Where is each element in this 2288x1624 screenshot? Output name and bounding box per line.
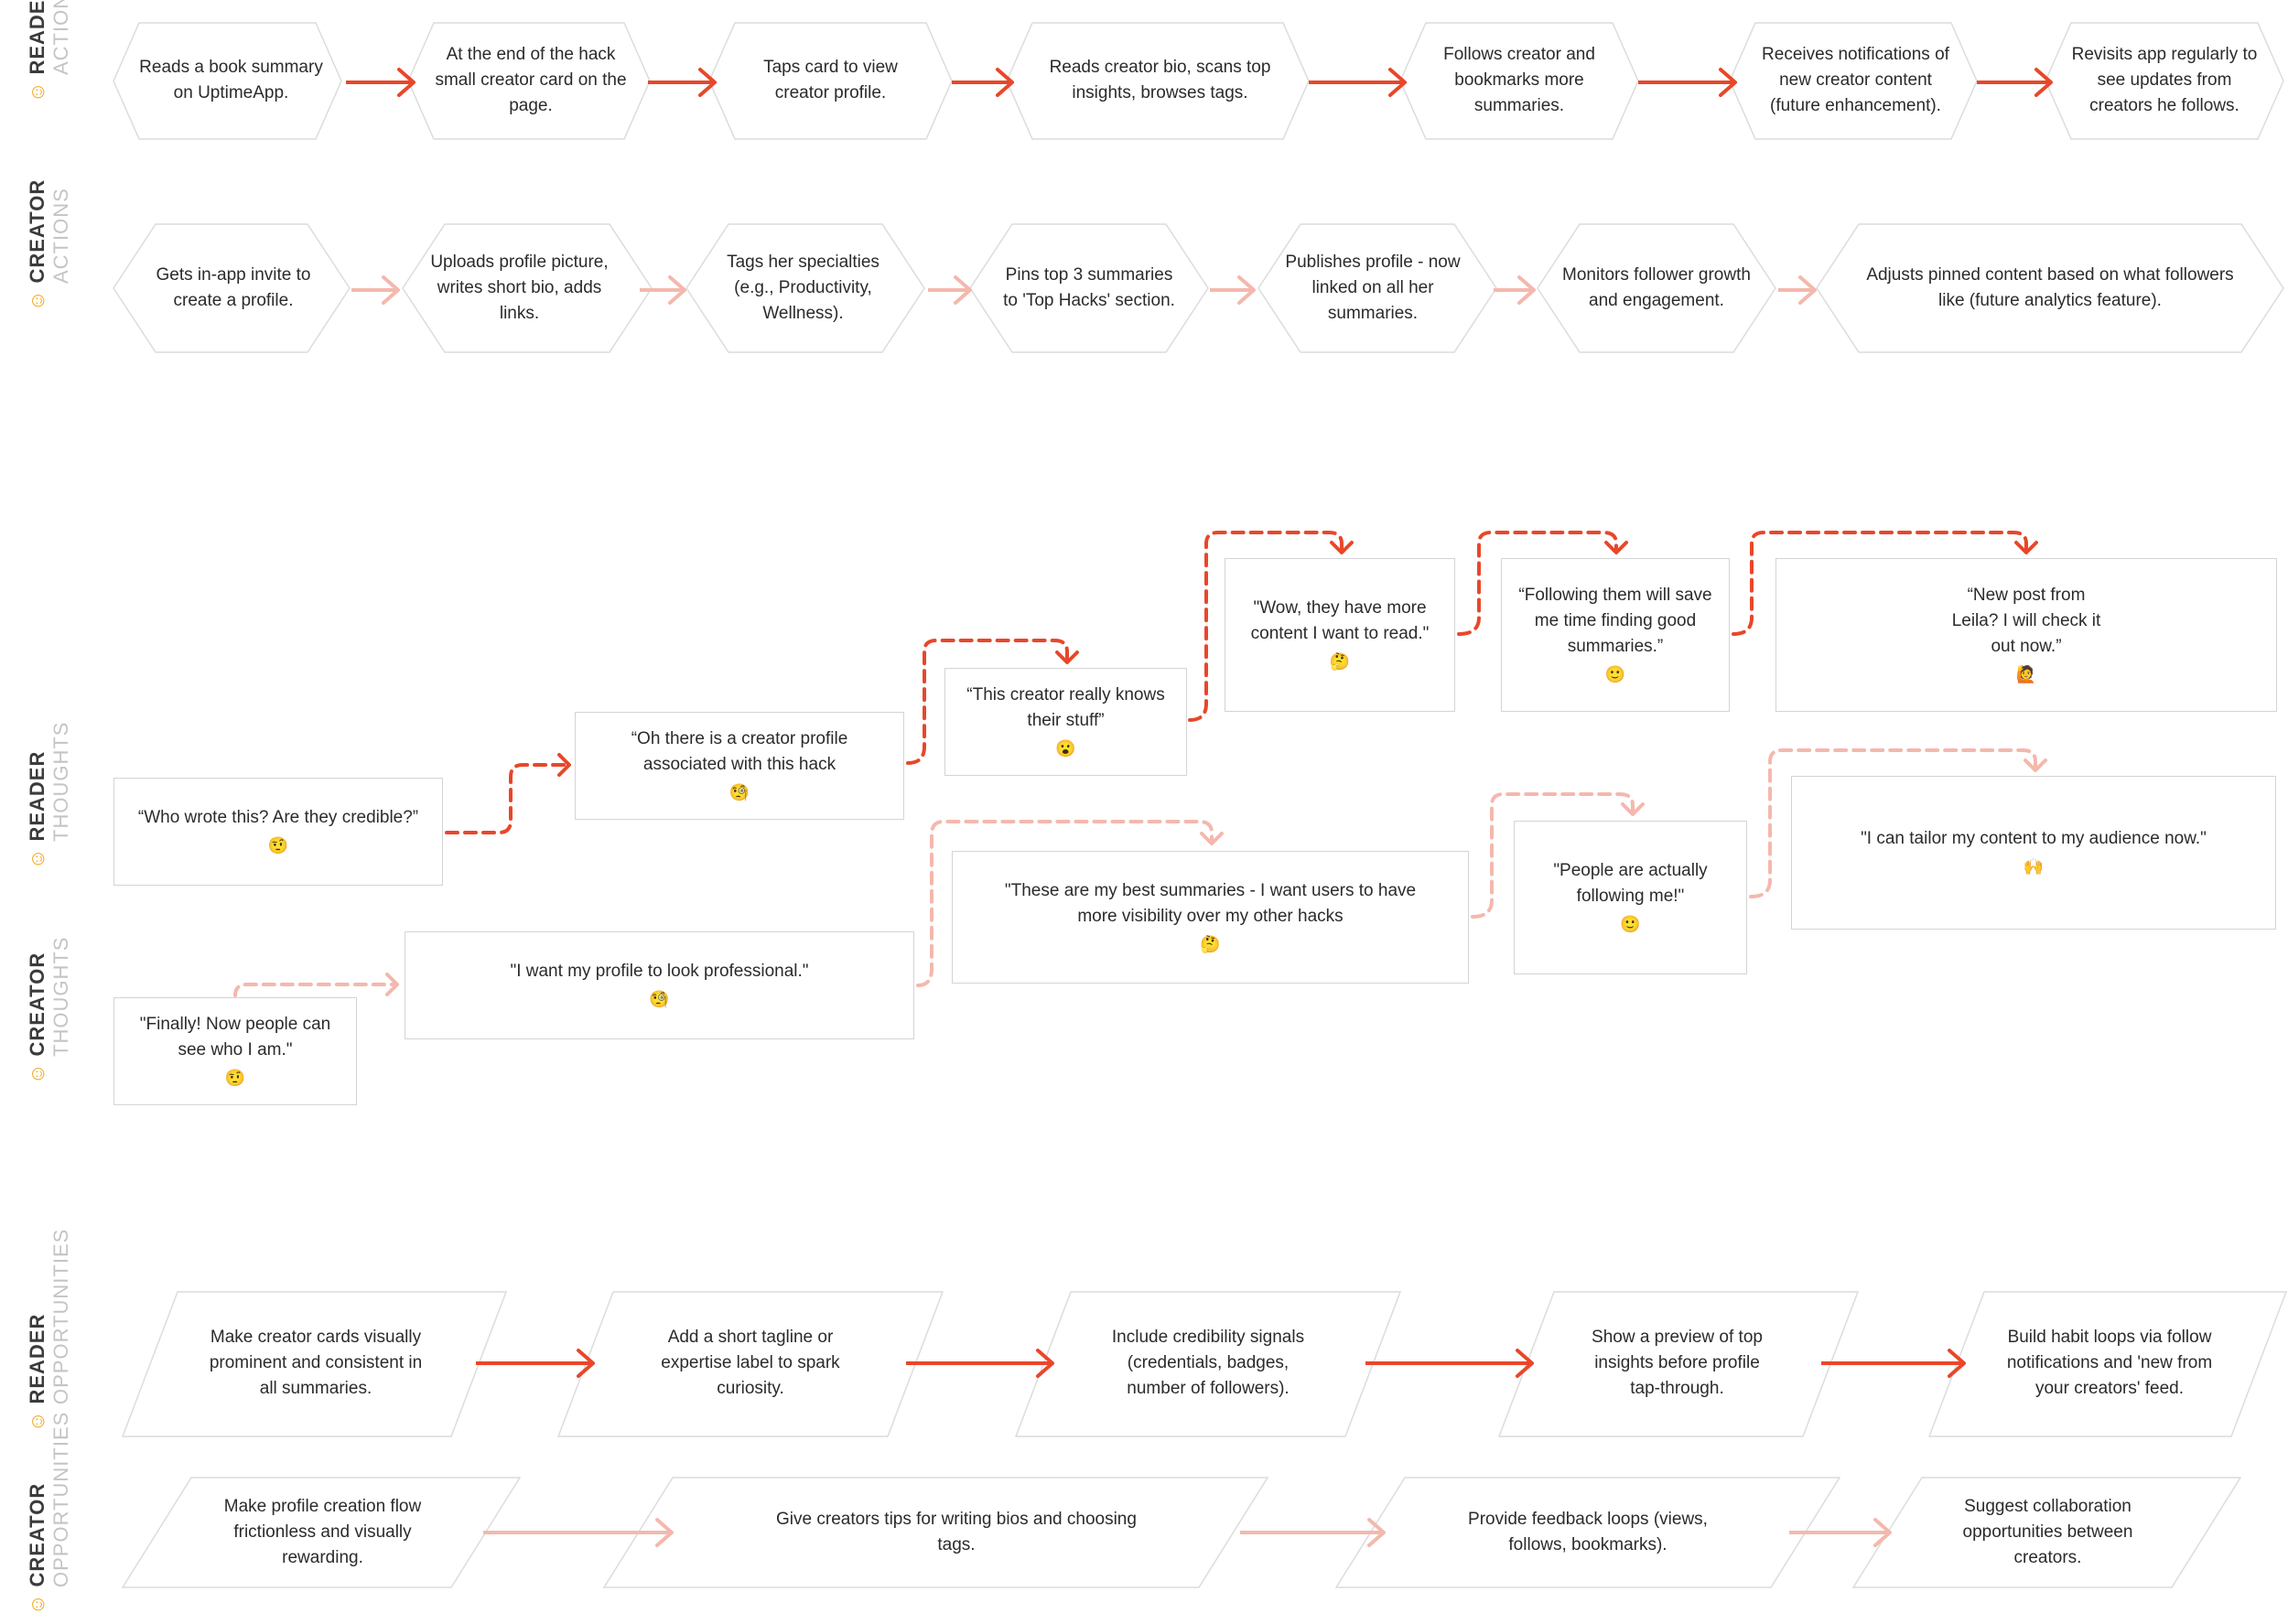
reader-action-arrow-3-head (996, 68, 1014, 97)
creator-opportunity-shape-4 (1851, 1477, 2242, 1588)
creator-action-arrow-4-head (1237, 275, 1256, 305)
reader-thought-card-5: “Following them will save me time findin… (1501, 558, 1730, 712)
raising-hand-icon: 🙋 (2015, 665, 2037, 683)
reader-thought-connector-3-head (1330, 541, 1354, 554)
reader-action-7: Revisits app regularly to see updates fr… (2071, 44, 2258, 115)
reader-opportunity-shape-1 (121, 1291, 508, 1437)
creator-thought-connector-3-head (1621, 802, 1645, 816)
creator-thought-connector-4 (1749, 748, 2037, 898)
creator-opportunity-2: Give creators tips for writing bios and … (776, 1510, 1137, 1554)
creator-opportunity-3: Provide feedback loops (views, follows, … (1468, 1510, 1708, 1554)
reader-thought-card-6: “New post from Leila? I will check it ou… (1775, 558, 2277, 712)
creator-action-5: Publishes profile - now linked on all he… (1285, 253, 1461, 323)
reader-thought-connector-5-head (2014, 541, 2038, 554)
creator-thought-connector-4-head (2024, 758, 2047, 772)
skeptical-face-icon: 🤨 (224, 1069, 246, 1087)
creator-thought-card-5: "I can tailor my content to my audience … (1791, 776, 2276, 930)
creator-thought-card-1: "Finally! Now people can see who I am." … (113, 997, 357, 1105)
reader-thought-connector-4-head (1604, 541, 1628, 554)
creator-action-2: Uploads profile picture, writes short bi… (430, 253, 609, 323)
creator-thought-card-2: "I want my profile to look professional.… (405, 931, 914, 1039)
raised-hands-icon: 🙌 (2023, 857, 2045, 876)
creator-action-6: Monitors follower growth and engagement. (1562, 265, 1751, 310)
thinking-face-icon: 🤔 (1329, 652, 1351, 671)
creator-action-arrow-6-head (1798, 275, 1817, 305)
reader-thought-card-2: “Oh there is a creator profile associate… (575, 712, 904, 820)
reader-action-arrow-1-head (397, 68, 416, 97)
creator-opportunity-1: Make profile creation flow frictionless … (223, 1497, 422, 1567)
creator-action-arrow-5-head (1517, 275, 1536, 305)
reader-thought-card-1: “Who wrote this? Are they credible?” 🤨 (113, 778, 443, 886)
reader-opportunity-2: Add a short tagline or expertise label t… (661, 1327, 840, 1398)
reader-thought-connector-2 (906, 639, 1069, 765)
reader-action-6: Receives notifications of new creator co… (1762, 44, 1949, 115)
reader-action-arrow-4-head (1388, 68, 1407, 97)
reader-thought-connector-2-head (1055, 651, 1079, 664)
reader-opportunity-3: Include credibility signals (credentials… (1111, 1327, 1305, 1398)
reader-action-arrow-2-head (698, 68, 717, 97)
creator-action-arrow-1-head (382, 275, 400, 305)
reader-opportunity-shape-5 (1927, 1291, 2288, 1437)
creator-action-hexagon-4 (969, 223, 1209, 353)
surprised-face-icon: 😮 (1055, 739, 1076, 758)
reader-action-hexagon-7 (2045, 22, 2284, 140)
creator-opportunity-shape-1 (121, 1477, 522, 1588)
creator-thought-card-4: "People are actually following me!" 🙂 (1514, 821, 1747, 974)
reader-action-arrow-5-head (1719, 68, 1737, 97)
creator-thought-connector-1-head (385, 973, 399, 996)
reader-thought-card-4: "Wow, they have more content I want to r… (1225, 558, 1455, 712)
creator-opportunity-4: Suggest collaboration opportunities betw… (1962, 1497, 2133, 1567)
reader-opportunity-shape-2 (556, 1291, 944, 1437)
reader-thought-connector-5 (1732, 531, 2028, 636)
reader-opportunity-4: Show a preview of top insights before pr… (1592, 1327, 1763, 1398)
creator-thought-connector-3 (1471, 792, 1635, 919)
reader-opportunity-arrow-3-head (1516, 1349, 1534, 1378)
reader-action-1: Reads a book summary on UptimeApp. (139, 57, 323, 102)
creator-action-hexagon-3 (685, 223, 925, 353)
creator-thought-card-3: "These are my best summaries - I want us… (952, 851, 1469, 984)
reader-action-arrow-6-head (2034, 68, 2053, 97)
reader-thought-connector-1-head (557, 753, 571, 777)
creator-action-arrow-2-head (668, 275, 686, 305)
reader-opportunity-shape-4 (1497, 1291, 1860, 1437)
reader-action-3: Taps card to view creator profile. (763, 57, 898, 102)
smiling-face-icon: 🙂 (1604, 665, 1626, 683)
creator-opportunity-arrow-3-head (1873, 1518, 1892, 1547)
creator-opportunity-shape-2 (602, 1477, 1269, 1588)
creator-opportunity-arrow-1-head (655, 1518, 674, 1547)
reader-opportunity-shape-3 (1014, 1291, 1402, 1437)
reader-opportunity-arrow-4-head (1948, 1349, 1966, 1378)
reader-opportunity-5: Build habit loops via follow notificatio… (2006, 1327, 2213, 1398)
monocle-face-icon: 🧐 (649, 990, 670, 1008)
reader-action-hexagon-1 (113, 22, 342, 140)
thinking-face-icon: 🤔 (1200, 934, 1221, 953)
creator-action-hexagon-6 (1537, 223, 1776, 353)
reader-action-2: At the end of the hack small creator car… (435, 44, 627, 115)
creator-action-7: Adjusts pinned content based on what fol… (1866, 265, 2234, 310)
creator-thought-connector-1 (233, 983, 395, 997)
creator-action-hexagon-1 (113, 223, 351, 353)
reader-thought-card-3: “This creator really knows their stuff” … (944, 668, 1187, 776)
creator-thought-connector-2 (916, 820, 1214, 987)
creator-thought-connector-2-head (1200, 832, 1224, 845)
creator-action-4: Pins top 3 summaries to 'Top Hacks' sect… (1003, 265, 1175, 310)
reader-thought-connector-4 (1457, 531, 1618, 636)
reader-action-5: Follows creator and bookmarks more summa… (1443, 44, 1595, 115)
reader-opportunity-arrow-2-head (1036, 1349, 1054, 1378)
creator-opportunity-shape-3 (1334, 1477, 1841, 1588)
reader-opportunity-1: Make creator cards visually prominent an… (209, 1327, 423, 1398)
creator-action-3: Tags her specialties (e.g., Productivity… (727, 253, 880, 323)
reader-thought-connector-1 (445, 763, 569, 834)
monocle-face-icon: 🧐 (728, 783, 750, 801)
creator-action-hexagon-7 (1816, 223, 2284, 353)
creator-opportunity-arrow-2-head (1367, 1518, 1386, 1547)
reader-action-4: Reads creator bio, scans top insights, b… (1049, 57, 1271, 102)
creator-action-arrow-3-head (954, 275, 972, 305)
reader-opportunity-arrow-1-head (577, 1349, 595, 1378)
creator-action-1: Gets in-app invite to create a profile. (156, 265, 311, 310)
smiling-face-icon: 🙂 (1620, 915, 1641, 933)
skeptical-face-icon: 🤨 (267, 836, 289, 855)
